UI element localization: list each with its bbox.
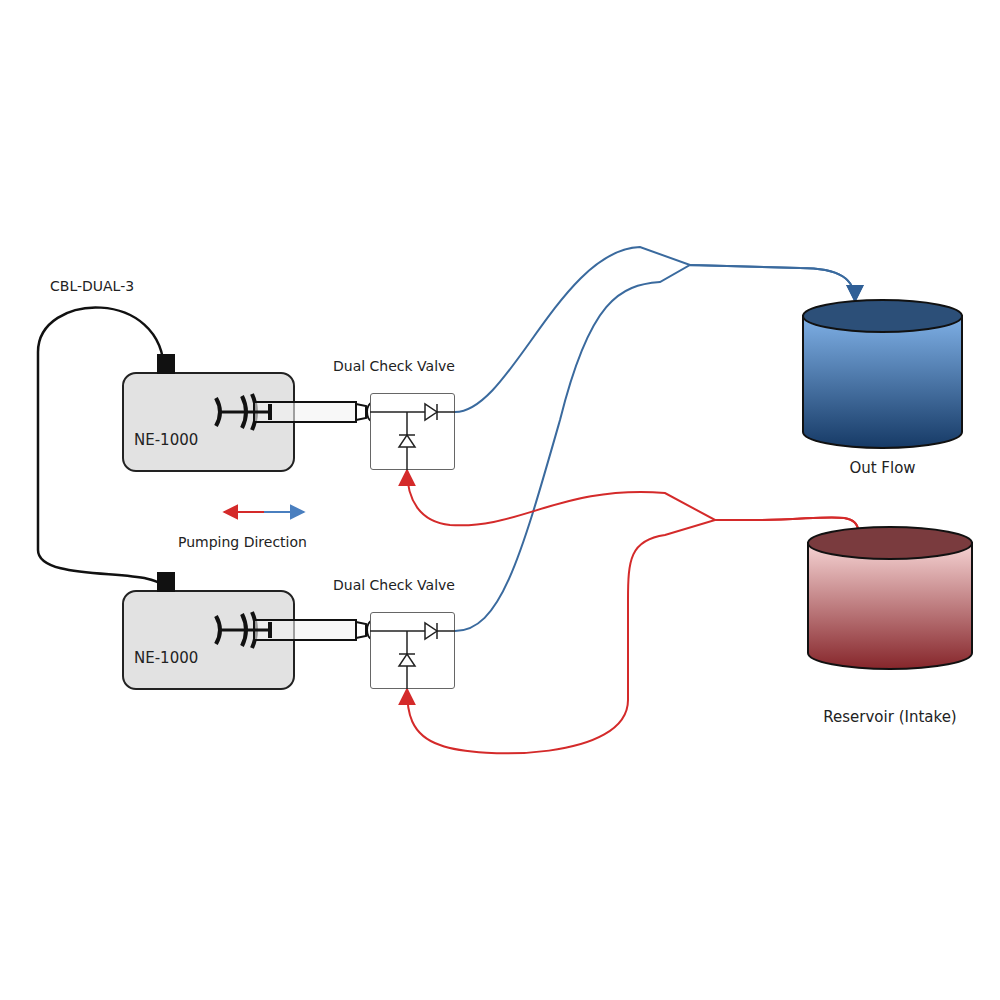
check-valve: Dual Check Valve (333, 358, 463, 470)
legend-caption: Pumping Direction (178, 534, 307, 551)
node-label: Reservoir (Intake) (797, 709, 983, 726)
check-valve-symbol (370, 393, 455, 470)
node-label: NE-1000 (134, 650, 198, 667)
valve-symbol-box (370, 612, 455, 689)
valve-symbol-box (370, 393, 455, 470)
cable-label: CBL-DUAL-3 (50, 278, 134, 295)
pump-box: NE-1000 (122, 590, 295, 690)
container-cylinder: Out Flow (795, 298, 970, 455)
cylinder-shape (805, 525, 975, 671)
check-valve: Dual Check Valve (333, 577, 463, 689)
tubing (455, 247, 855, 412)
valve-heading: Dual Check Valve (333, 577, 463, 594)
node-label: Out Flow (792, 460, 973, 477)
pump-box: NE-1000 (122, 372, 295, 472)
container-cylinder: Reservoir (Intake) (800, 525, 980, 676)
cylinder-shape (800, 298, 965, 450)
tubing (455, 265, 855, 631)
tubing (407, 517, 858, 753)
cable-connector (157, 572, 175, 592)
node-label: NE-1000 (134, 432, 198, 449)
tubing (407, 470, 858, 531)
cable-connector (157, 354, 175, 374)
check-valve-symbol (370, 612, 455, 689)
valve-heading: Dual Check Valve (333, 358, 463, 375)
